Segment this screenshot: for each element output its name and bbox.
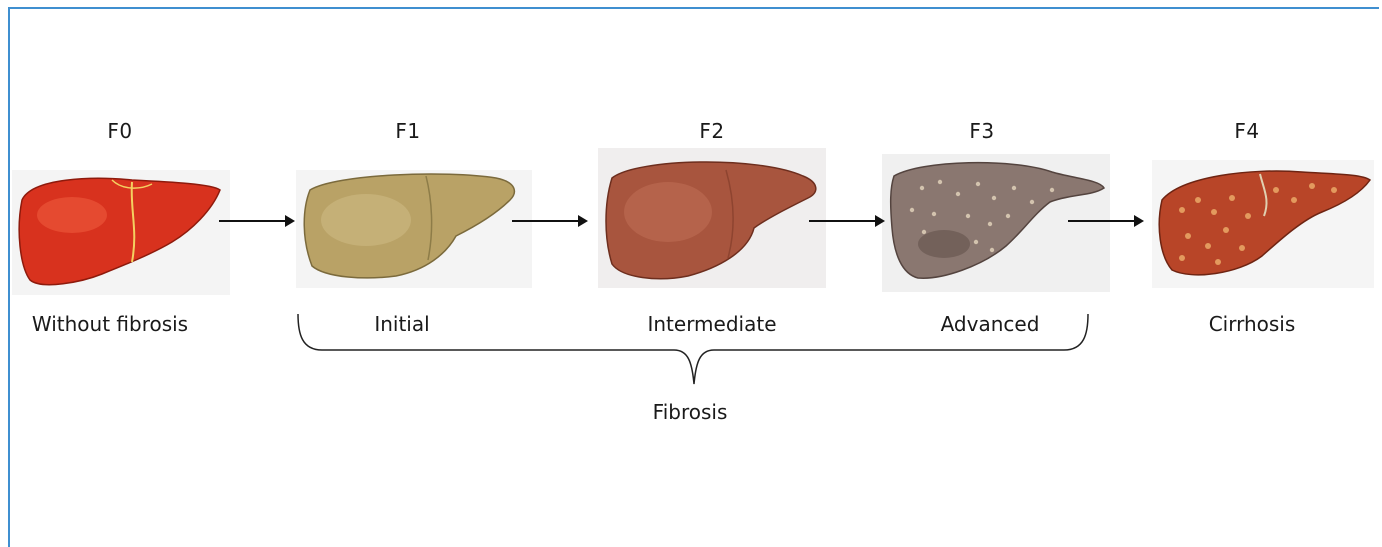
fibrosis-brace [0, 0, 1382, 534]
group-label-fibrosis: Fibrosis [600, 400, 780, 424]
